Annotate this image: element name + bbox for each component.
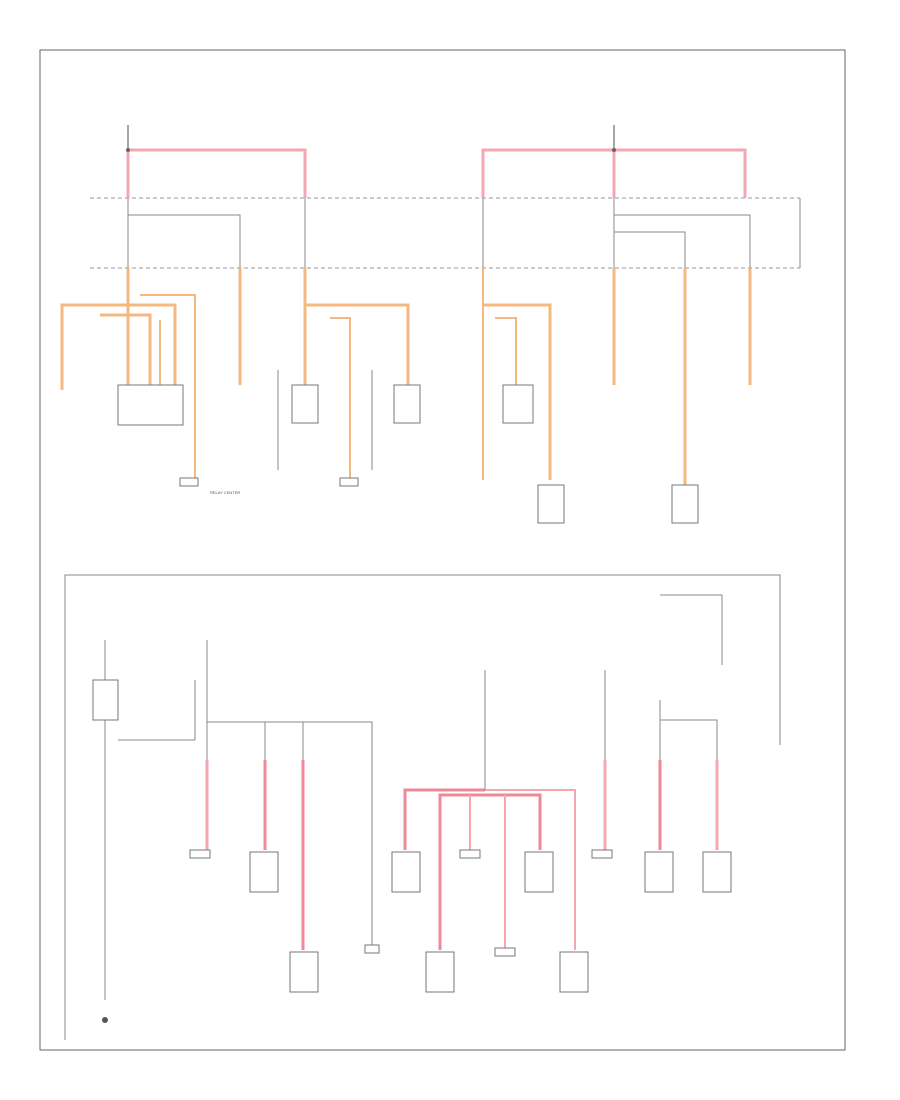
- component-box: [537, 484, 565, 524]
- upper-middle-load-circuits: [277, 268, 410, 480]
- lower-central-feed: [206, 640, 373, 945]
- component-box: [494, 947, 516, 957]
- lower-feed-wires: [484, 594, 723, 790]
- diagram-frame: [39, 49, 846, 1051]
- component-box: [591, 849, 613, 859]
- component-box: [117, 384, 184, 426]
- component-box: [524, 851, 554, 893]
- component-box: [702, 851, 732, 893]
- component-box: [671, 484, 699, 524]
- component-box: [502, 384, 534, 424]
- lower-left-relay: [92, 640, 196, 1023]
- upper-right-power-feed: [481, 125, 747, 198]
- fuse-block-boundary: [90, 197, 801, 269]
- component-box: [179, 477, 199, 487]
- fuse-block-internals: [127, 198, 751, 268]
- component-box: [459, 849, 481, 859]
- component-box: [249, 851, 279, 893]
- component-box: [364, 944, 380, 954]
- component-box: [425, 951, 455, 993]
- component-box: [339, 477, 359, 487]
- component-box: [644, 851, 674, 893]
- component-box: [291, 384, 319, 424]
- lower-power-circuits: [205, 760, 719, 950]
- upper-left-load-circuits: [60, 268, 242, 480]
- component-box: [391, 851, 421, 893]
- component-box: [289, 951, 319, 993]
- relay-center-label: RELAY CENTER: [210, 490, 240, 495]
- component-box: [189, 849, 211, 859]
- component-box: [559, 951, 589, 993]
- component-box: [393, 384, 421, 424]
- lower-section-boundary: [64, 574, 781, 1040]
- upper-right-load-circuits: [482, 268, 752, 485]
- upper-left-power-feed: [126, 125, 307, 198]
